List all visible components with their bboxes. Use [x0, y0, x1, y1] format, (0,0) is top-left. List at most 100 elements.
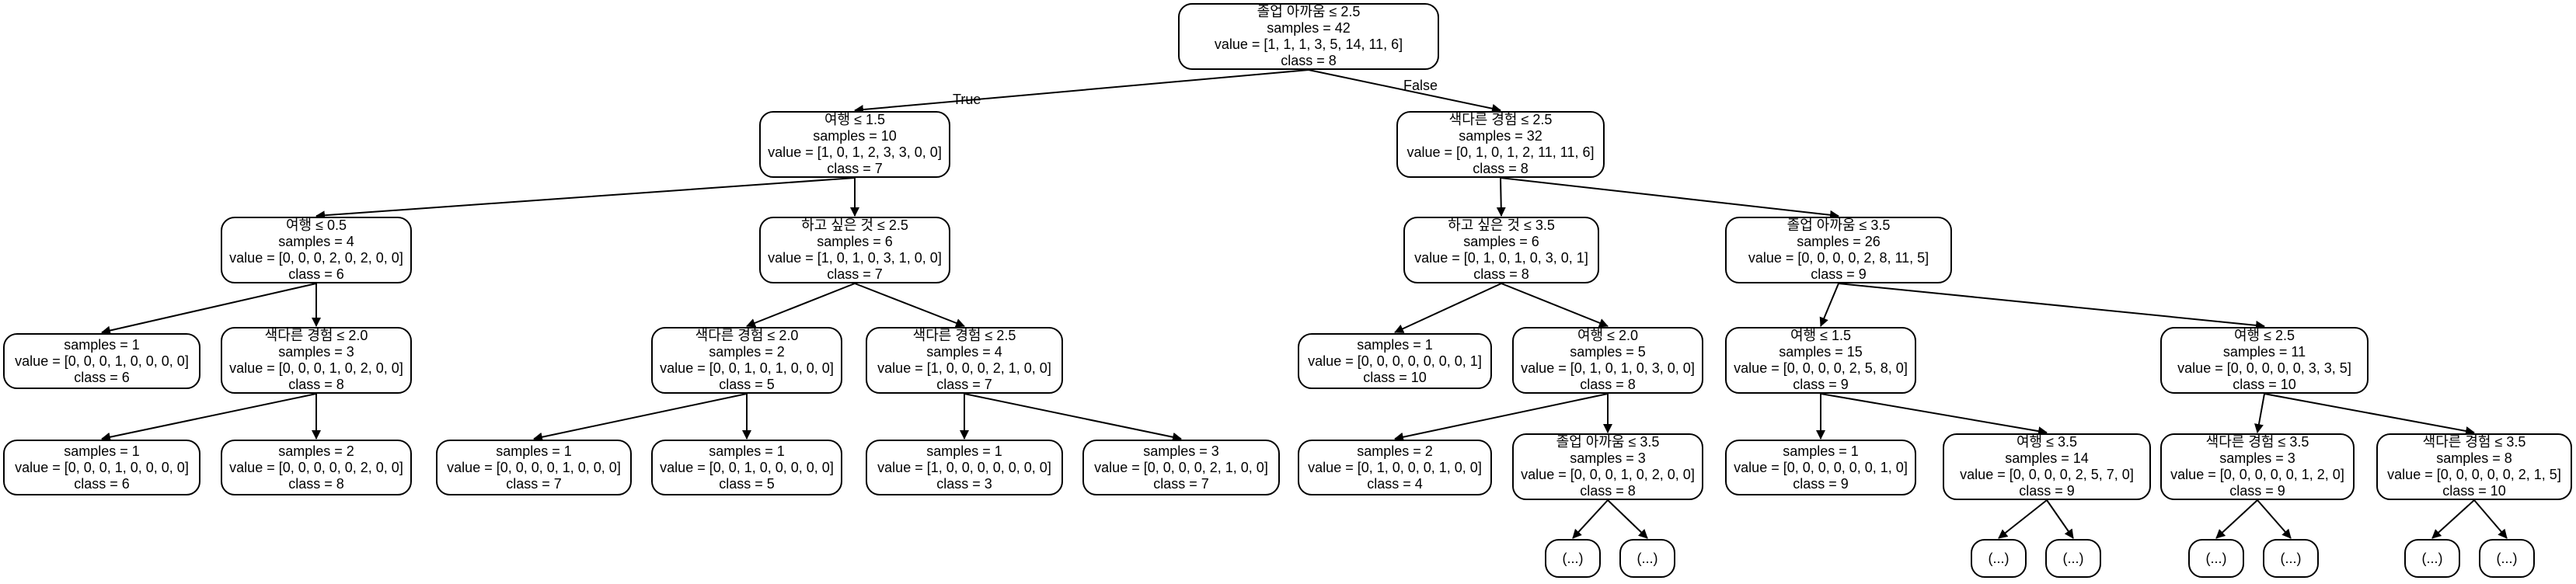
node-text-line: class = 8 — [288, 377, 344, 392]
edge-label-true: True — [953, 92, 981, 107]
node-text-line: samples = 1 — [64, 443, 140, 459]
node-text-line: class = 9 — [2019, 483, 2075, 499]
node-text-line: value = [0, 0, 0, 0, 2, 5, 8, 0] — [1734, 360, 1908, 376]
node-text-line: samples = 1 — [496, 443, 572, 459]
node-text-line: value = [0, 1, 0, 1, 0, 3, 0, 1] — [1414, 250, 1588, 266]
node-text-line: value = [0, 0, 0, 2, 0, 2, 0, 0] — [229, 250, 403, 266]
node-text-line: samples = 6 — [1463, 234, 1539, 249]
node-text-line: samples = 8 — [2436, 450, 2512, 466]
tree-edge — [101, 283, 317, 335]
tree-edge — [1394, 283, 1502, 333]
node-text-line: samples = 1 — [1783, 443, 1859, 459]
node-text-line: value = [1, 0, 1, 2, 3, 3, 0, 0] — [768, 144, 942, 160]
node-text-line: 색다른 경험 ≤ 2.5 — [912, 328, 1016, 343]
node-text-line: 졸업 아까움 ≤ 3.5 — [1556, 434, 1660, 450]
node-text-line: samples = 5 — [1570, 344, 1646, 360]
node-text-line: value = [0, 0, 0, 1, 0, 2, 0, 0] — [1521, 467, 1695, 482]
node-text-line: 색다른 경험 ≤ 2.0 — [264, 328, 368, 343]
node-text-line: 여행 ≤ 0.5 — [285, 217, 347, 233]
node-text-line: value = [1, 0, 1, 0, 3, 1, 0, 0] — [768, 250, 942, 266]
node-text-line: value = [0, 0, 0, 0, 0, 0, 1, 0] — [1734, 459, 1908, 475]
node-text-line: 졸업 아까움 ≤ 3.5 — [1786, 217, 1891, 233]
tree-edge — [315, 177, 856, 221]
node-text-line: value = [0, 0, 0, 0, 2, 1, 0, 0] — [1094, 459, 1268, 475]
node-text-line: class = 4 — [1367, 475, 1423, 492]
tree-edge — [1572, 499, 1609, 539]
node-text-line: 여행 ≤ 1.5 — [1790, 328, 1852, 343]
node-text-line: samples = 1 — [709, 443, 785, 459]
node-text-line: class = 8 — [1580, 377, 1636, 392]
node-text-line: class = 7 — [827, 266, 883, 282]
node-text-line: samples = 2 — [278, 443, 354, 459]
node-text-line: class = 5 — [719, 377, 775, 392]
tree-edge — [2264, 393, 2475, 436]
node-text-line: value = [0, 0, 0, 0, 2, 5, 7, 0] — [1960, 467, 2134, 482]
node-text-line: value = [1, 1, 1, 3, 5, 14, 11, 6] — [1214, 36, 1403, 52]
node-text-line: class = 10 — [2442, 483, 2506, 499]
node-text-line: (...) — [1562, 550, 1584, 566]
tree-edge — [854, 69, 1309, 115]
node-text-line: value = [1, 0, 0, 0, 2, 1, 0, 0] — [877, 360, 1051, 376]
tree-edge — [101, 393, 317, 442]
node-text-line: 색다른 경험 ≤ 3.5 — [2422, 434, 2526, 450]
node-text-line: (...) — [2205, 550, 2227, 566]
tree-edge — [1998, 499, 2048, 539]
tree-edge — [1500, 177, 1839, 220]
tree-edge — [1501, 283, 1609, 328]
tree-edge — [1394, 393, 1609, 442]
node-text-line: samples = 6 — [817, 234, 893, 249]
node-text-line: value = [0, 0, 0, 0, 0, 0, 0, 1] — [1308, 353, 1482, 369]
node-text-line: class = 10 — [1363, 369, 1427, 385]
tree-edge — [2254, 393, 2265, 433]
node-text-line: class = 6 — [74, 475, 130, 492]
node-text-line: value = [0, 0, 0, 1, 0, 0, 0, 0] — [15, 459, 189, 475]
collapsed-node: (...) — [2188, 539, 2244, 578]
node-text-line: class = 9 — [1793, 475, 1849, 492]
node-text-line: samples = 3 — [2219, 450, 2295, 466]
node-text-line: 졸업 아까움 ≤ 2.5 — [1257, 4, 1361, 19]
node-text-line: samples = 1 — [926, 443, 1002, 459]
node-text-line: value = [0, 0, 0, 0, 0, 1, 2, 0] — [2170, 467, 2344, 482]
node-text-line: class = 8 — [1281, 53, 1337, 68]
tree-edge — [1308, 69, 1501, 113]
node-text-line: class = 10 — [2233, 377, 2296, 392]
collapsed-node: (...) — [2404, 539, 2460, 578]
node-text-line: value = [0, 0, 1, 0, 1, 0, 0, 0] — [660, 360, 834, 376]
node-text-line: value = [0, 0, 0, 0, 1, 0, 0, 0] — [447, 459, 621, 475]
node-text-line: (...) — [1988, 550, 2010, 566]
node-text-line: samples = 2 — [709, 344, 785, 360]
collapsed-node: (...) — [1545, 539, 1601, 578]
node-text-line: class = 5 — [719, 475, 775, 492]
node-text-line: class = 9 — [1793, 377, 1849, 392]
node-text-line: value = [0, 0, 0, 0, 0, 2, 0, 0] — [229, 459, 403, 475]
node-text-line: 여행 ≤ 1.5 — [824, 112, 886, 127]
node-text-line: class = 9 — [1811, 266, 1867, 282]
tree-edge — [964, 393, 1182, 442]
node-text-line: samples = 14 — [2005, 450, 2089, 466]
node-text-line: class = 8 — [1473, 266, 1529, 282]
node-text-line: 여행 ≤ 2.5 — [2233, 328, 2295, 343]
node-text-line: class = 8 — [1473, 161, 1529, 176]
node-text-line: value = [0, 1, 0, 1, 0, 3, 0, 0] — [1521, 360, 1695, 376]
tree-edge — [2473, 499, 2508, 539]
node-text-line: (...) — [2421, 550, 2443, 566]
node-text-line: class = 7 — [936, 377, 992, 392]
